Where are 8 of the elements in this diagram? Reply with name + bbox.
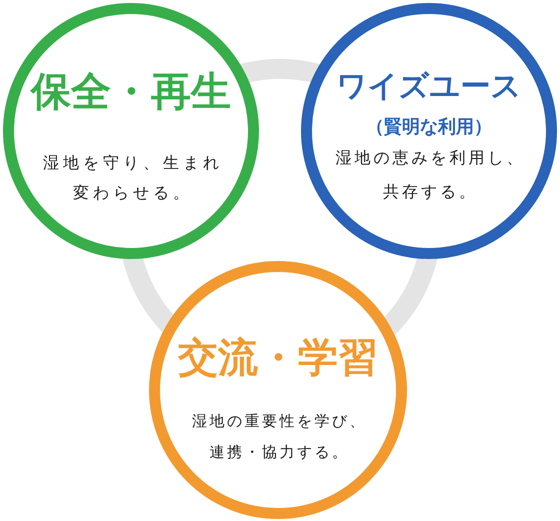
circle-title: 交流・学習	[178, 335, 378, 381]
circle-title: 保全・再生	[31, 69, 231, 115]
circle-subtitle: （賢明な利用）	[366, 118, 492, 138]
circle-title: ワイズユース	[336, 70, 522, 104]
circle-description: 湿地の恵みを利用し、共存する。	[334, 147, 526, 203]
circle-description: 湿地を守り、生まれ変わらせる。	[42, 152, 224, 204]
connector-arc	[240, 59, 320, 84]
circle-description: 湿地の重要性を学び、連携・協力する。	[190, 411, 368, 463]
